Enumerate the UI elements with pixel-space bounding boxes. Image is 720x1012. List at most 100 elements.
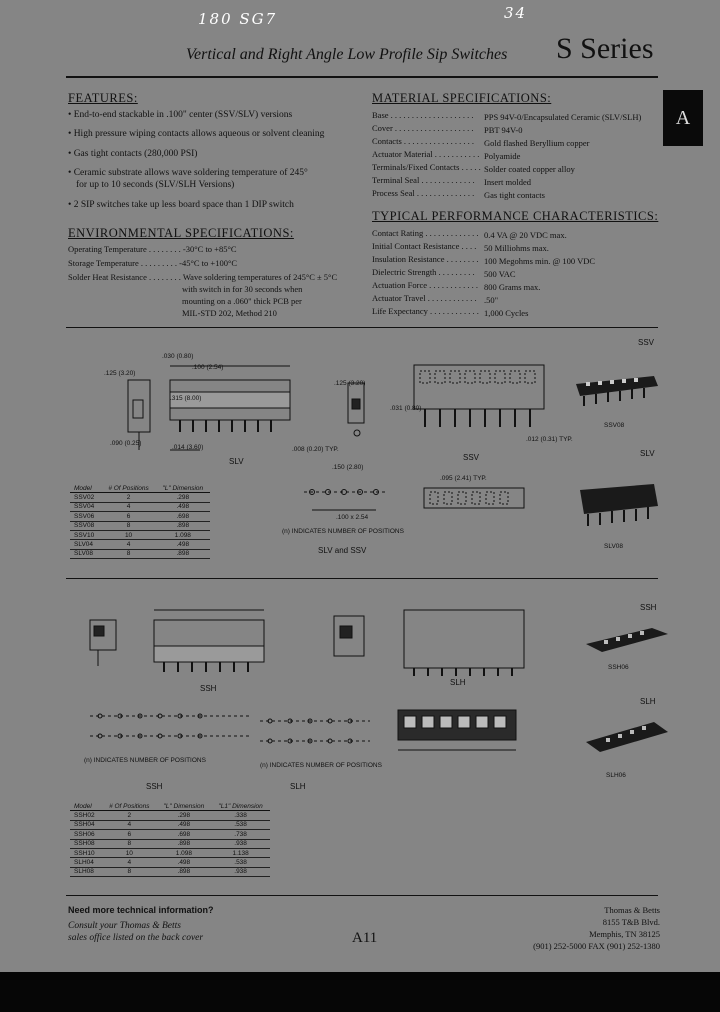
material-row: Base . . . . . . . . . . . . . . . . . .… [372, 110, 642, 122]
env-cont: MIL-STD 202, Method 210 [182, 308, 277, 318]
feature-item: • 2 SIP switches take up less board spac… [68, 200, 294, 210]
ssh-slh-dimension-table: Model # Of Positions "L" Dimension "L1" … [70, 802, 270, 878]
footer-address: Thomas & Betts 8155 T&B Blvd. Memphis, T… [540, 904, 660, 940]
ssv08-caption: SSV08 [604, 422, 625, 429]
footer-phone: (901) 252-5000 FAX (901) 252-1380 [533, 941, 660, 951]
performance-heading: TYPICAL PERFORMANCE CHARACTERISTICS: [372, 209, 659, 223]
ssh-pin-pattern [90, 713, 250, 739]
section-tab: A [663, 90, 703, 146]
slv-and-ssv-label: SLV and SSV [318, 546, 367, 555]
table-header: # Of Positions [101, 484, 156, 494]
dim-label: .125 (3.20) [334, 380, 366, 387]
performance-row: Insulation Resistance . . . . . . . .100… [372, 254, 596, 266]
slv-drawing [127, 365, 291, 451]
slv-label: SLV [229, 457, 244, 466]
performance-row: Actuation Force . . . . . . . . . . . .8… [372, 280, 541, 292]
dim-label: .090 (0.25) [110, 440, 142, 447]
dim-label: .095 (2.41) TYP. [440, 475, 487, 482]
performance-row: Life Expectancy . . . . . . . . . . . .1… [372, 306, 529, 318]
material-row: Contacts . . . . . . . . . . . . . . . .… [372, 136, 590, 148]
material-heading: MATERIAL SPECIFICATIONS: [372, 91, 552, 105]
performance-row: Initial Contact Resistance . . . .50 Mil… [372, 241, 549, 253]
slh-side-label: SLH [640, 697, 656, 706]
material-row: Actuator Material . . . . . . . . . . .P… [372, 149, 521, 161]
ssv-side-label: SSV [638, 338, 655, 347]
page-title: Vertical and Right Angle Low Profile Sip… [186, 46, 508, 63]
material-row: Process Seal . . . . . . . . . . . . . .… [372, 188, 545, 200]
table-header: Model [70, 484, 102, 494]
slh-pin-pattern [260, 718, 370, 744]
dim-label: .150 (2.80) [332, 464, 364, 471]
feature-item: • High pressure wiping contacts allows a… [68, 129, 325, 139]
slh06-caption: SLH06 [606, 772, 626, 779]
env-row: Operating Temperature . . . . . . . . -3… [68, 244, 237, 254]
pin-pattern-drawing [304, 487, 525, 511]
env-cont: with switch in for 30 seconds when [182, 284, 303, 294]
feature-item: for up to 10 seconds (SLV/SLH Versions) [76, 180, 235, 190]
env-row: Storage Temperature . . . . . . . . . -4… [68, 258, 238, 268]
dim-label: .100 (2.54) [192, 364, 224, 371]
table-header: "L1" Dimension [211, 802, 270, 812]
dim-label: .012 (0.31) TYP. [526, 436, 573, 443]
performance-row: Actuator Travel . . . . . . . . . . . ..… [372, 293, 499, 305]
material-row: Terminals/Fixed Contacts . . . . .Solder… [372, 162, 575, 174]
footer-street: 8155 T&B Blvd. [602, 917, 660, 927]
env-cont: mounting on a .060" thick PCB per [182, 296, 302, 306]
table-header: Model [70, 802, 103, 812]
footer-consult: Consult your Thomas & Betts [68, 921, 181, 931]
slh06-photo [586, 722, 668, 752]
n-note: (n) INDICATES NUMBER OF POSITIONS [260, 762, 382, 769]
ssv08-photo [576, 376, 658, 406]
slh-top-view [397, 709, 517, 751]
section-rule [66, 578, 658, 579]
handwritten-mark: 34 [504, 4, 528, 22]
footer-company: Thomas & Betts [604, 905, 660, 915]
slh-bottom-label: SLH [290, 782, 306, 791]
table-header-row: Model # Of Positions "L" Dimension [70, 484, 210, 494]
header-rule [66, 76, 658, 78]
ssh-bottom-label: SSH [146, 782, 163, 791]
ssh06-photo [586, 628, 668, 652]
section-rule [66, 327, 658, 328]
feature-item: • Ceramic substrate allows wave solderin… [68, 168, 308, 178]
env-row: Solder Heat Resistance . . . . . . . . W… [68, 272, 338, 282]
dim-label: .100 x 2.54 [336, 514, 369, 521]
feature-item: • Gas tight contacts (280,000 PSI) [68, 149, 198, 159]
features-heading: FEATURES: [68, 91, 138, 105]
material-row: Terminal Seal . . . . . . . . . . . . .I… [372, 175, 531, 187]
ssv-label: SSV [463, 453, 480, 462]
page-number: A11 [352, 930, 378, 946]
ssh-drawing [89, 609, 265, 672]
performance-row: Dielectric Strength . . . . . . . . .500… [372, 267, 516, 279]
n-note: (n) INDICATES NUMBER OF POSITIONS [84, 757, 206, 764]
slh-label: SLH [450, 678, 466, 687]
series-title: S Series [556, 32, 654, 65]
table-header: "L" Dimension [156, 802, 212, 812]
ssv-drawing [347, 364, 545, 437]
table-header: # Of Positions [102, 802, 157, 812]
slv-side-label: SLV [640, 449, 655, 458]
material-row: Cover . . . . . . . . . . . . . . . . . … [372, 123, 523, 135]
ssh06-caption: SSH06 [608, 664, 629, 671]
table-header-row: Model # Of Positions "L" Dimension "L1" … [70, 802, 270, 812]
environmental-heading: ENVIRONMENTAL SPECIFICATIONS: [68, 226, 294, 240]
dim-label: .315 (8.00) [170, 395, 202, 402]
footer-rule [66, 895, 658, 896]
footer-need-info: Need more technical information? [68, 905, 214, 915]
ssh-side-label: SSH [640, 603, 657, 612]
slh-drawing [333, 609, 525, 676]
n-note: (n) INDICATES NUMBER OF POSITIONS [282, 528, 404, 535]
